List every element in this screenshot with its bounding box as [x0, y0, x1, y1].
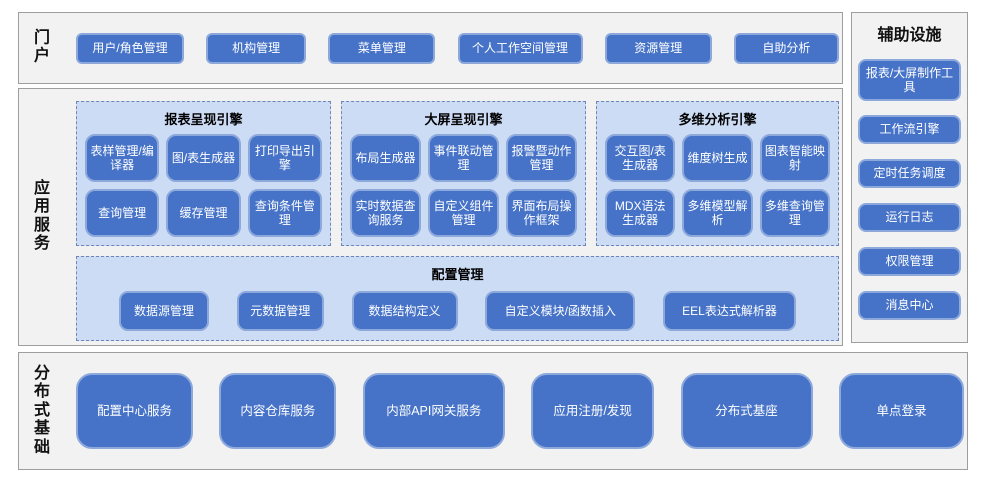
application-services-content: 报表呈现引擎 表样管理/编译器 图/表生成器 打印导出引擎 查询管理 缓存管理 … — [76, 101, 839, 341]
block-message-center: 消息中心 — [858, 291, 961, 320]
olap-analysis-engine-grid: 交互图/表生成器 维度树生成 图表智能映射 MDX语法生成器 多维模型解析 多维… — [605, 134, 830, 237]
block-distributed-base: 分布式基座 — [680, 373, 813, 449]
block-org-management: 机构管理 — [206, 32, 307, 64]
block-eel-expression-parser: EEL表达式解析器 — [663, 291, 796, 331]
block-run-logs: 运行日志 — [858, 203, 961, 232]
block-layout-generator: 布局生成器 — [350, 134, 421, 182]
auxiliary-facilities-stack: 辅助设施 报表/大屏制作工具 工作流引擎 定时任务调度 运行日志 权限管理 消息… — [852, 13, 967, 342]
report-rendering-engine-panel: 报表呈现引擎 表样管理/编译器 图/表生成器 打印导出引擎 查询管理 缓存管理 … — [76, 101, 331, 246]
distributed-foundation-label: 分布式基础 — [33, 365, 50, 456]
block-personal-workspace-management: 个人工作空间管理 — [457, 32, 583, 64]
block-template-management-compiler: 表样管理/编译器 — [85, 134, 160, 182]
portal-button-row: 用户/角色管理 机构管理 菜单管理 个人工作空间管理 资源管理 自助分析 — [76, 13, 839, 83]
block-multidim-model-parsing: 多维模型解析 — [682, 189, 753, 237]
block-interactive-chart-generator: 交互图/表生成器 — [605, 134, 676, 182]
bigscreen-rendering-engine-title: 大屏呈现引擎 — [424, 112, 503, 127]
block-user-role-management: 用户/角色管理 — [76, 32, 184, 64]
block-permission-management: 权限管理 — [858, 247, 961, 276]
config-management-row: 数据源管理 元数据管理 数据结构定义 自定义模块/函数插入 EEL表达式解析器 — [85, 289, 830, 331]
olap-analysis-engine-panel: 多维分析引擎 交互图/表生成器 维度树生成 图表智能映射 MDX语法生成器 多维… — [596, 101, 839, 246]
block-custom-component-management: 自定义组件管理 — [428, 189, 499, 237]
config-management-title: 配置管理 — [431, 267, 484, 282]
block-content-repository-service: 内容仓库服务 — [219, 373, 337, 449]
block-event-linkage-management: 事件联动管理 — [428, 134, 499, 182]
application-services-label: 应用服务 — [33, 180, 50, 253]
block-print-export-engine: 打印导出引擎 — [247, 134, 322, 182]
block-datasource-management: 数据源管理 — [119, 291, 209, 331]
block-alarm-action-management: 报警暨动作管理 — [506, 134, 577, 182]
olap-analysis-engine-title: 多维分析引擎 — [678, 112, 757, 127]
block-report-screen-authoring-tool: 报表/大屏制作工具 — [858, 59, 961, 101]
application-services-section: 应用服务 报表呈现引擎 表样管理/编译器 图/表生成器 打印导出引擎 查询管理 … — [18, 88, 843, 346]
auxiliary-facilities-title: 辅助设施 — [877, 27, 942, 44]
block-chart-table-generator: 图/表生成器 — [166, 134, 241, 182]
block-cache-management: 缓存管理 — [166, 189, 241, 237]
block-query-condition-management: 查询条件管理 — [247, 189, 322, 237]
engine-panels-row: 报表呈现引擎 表样管理/编译器 图/表生成器 打印导出引擎 查询管理 缓存管理 … — [76, 101, 839, 246]
block-config-center-service: 配置中心服务 — [76, 373, 193, 449]
block-realtime-data-query-service: 实时数据查询服务 — [350, 189, 421, 237]
block-workflow-engine: 工作流引擎 — [858, 115, 961, 144]
bigscreen-rendering-engine-grid: 布局生成器 事件联动管理 报警暨动作管理 实时数据查询服务 自定义组件管理 界面… — [350, 134, 577, 237]
portal-section-label: 门户 — [33, 29, 50, 65]
block-menu-management: 菜单管理 — [328, 32, 436, 64]
block-custom-module-function-insert: 自定义模块/函数插入 — [485, 291, 636, 331]
block-metadata-management: 元数据管理 — [236, 291, 324, 331]
auxiliary-facilities-section: 辅助设施 报表/大屏制作工具 工作流引擎 定时任务调度 运行日志 权限管理 消息… — [851, 12, 968, 343]
block-multidim-query-management: 多维查询管理 — [759, 189, 830, 237]
bigscreen-rendering-engine-panel: 大屏呈现引擎 布局生成器 事件联动管理 报警暨动作管理 实时数据查询服务 自定义… — [341, 101, 586, 246]
portal-section: 门户 用户/角色管理 机构管理 菜单管理 个人工作空间管理 资源管理 自助分析 — [18, 12, 843, 84]
block-single-sign-on: 单点登录 — [838, 373, 964, 449]
report-rendering-engine-grid: 表样管理/编译器 图/表生成器 打印导出引擎 查询管理 缓存管理 查询条件管理 — [85, 134, 322, 237]
block-mdx-syntax-generator: MDX语法生成器 — [605, 189, 676, 237]
block-data-structure-definition: 数据结构定义 — [351, 291, 458, 331]
block-dimension-tree-generation: 维度树生成 — [682, 134, 753, 182]
block-chart-smart-mapping: 图表智能映射 — [759, 134, 830, 182]
block-app-registration-discovery: 应用注册/发现 — [531, 373, 655, 449]
block-resource-management: 资源管理 — [604, 32, 712, 64]
block-internal-api-gateway-service: 内部API网关服务 — [362, 373, 505, 449]
block-self-service-analysis: 自助分析 — [733, 32, 839, 64]
config-management-panel: 配置管理 数据源管理 元数据管理 数据结构定义 自定义模块/函数插入 EEL表达… — [76, 256, 839, 341]
block-ui-layout-operation-framework: 界面布局操作框架 — [506, 189, 577, 237]
distributed-foundation-row: 配置中心服务 内容仓库服务 内部API网关服务 应用注册/发现 分布式基座 单点… — [76, 353, 964, 469]
block-query-management: 查询管理 — [85, 189, 160, 237]
report-rendering-engine-title: 报表呈现引擎 — [164, 112, 243, 127]
distributed-foundation-section: 分布式基础 配置中心服务 内容仓库服务 内部API网关服务 应用注册/发现 分布… — [18, 352, 968, 470]
block-scheduled-task-scheduling: 定时任务调度 — [858, 159, 961, 188]
